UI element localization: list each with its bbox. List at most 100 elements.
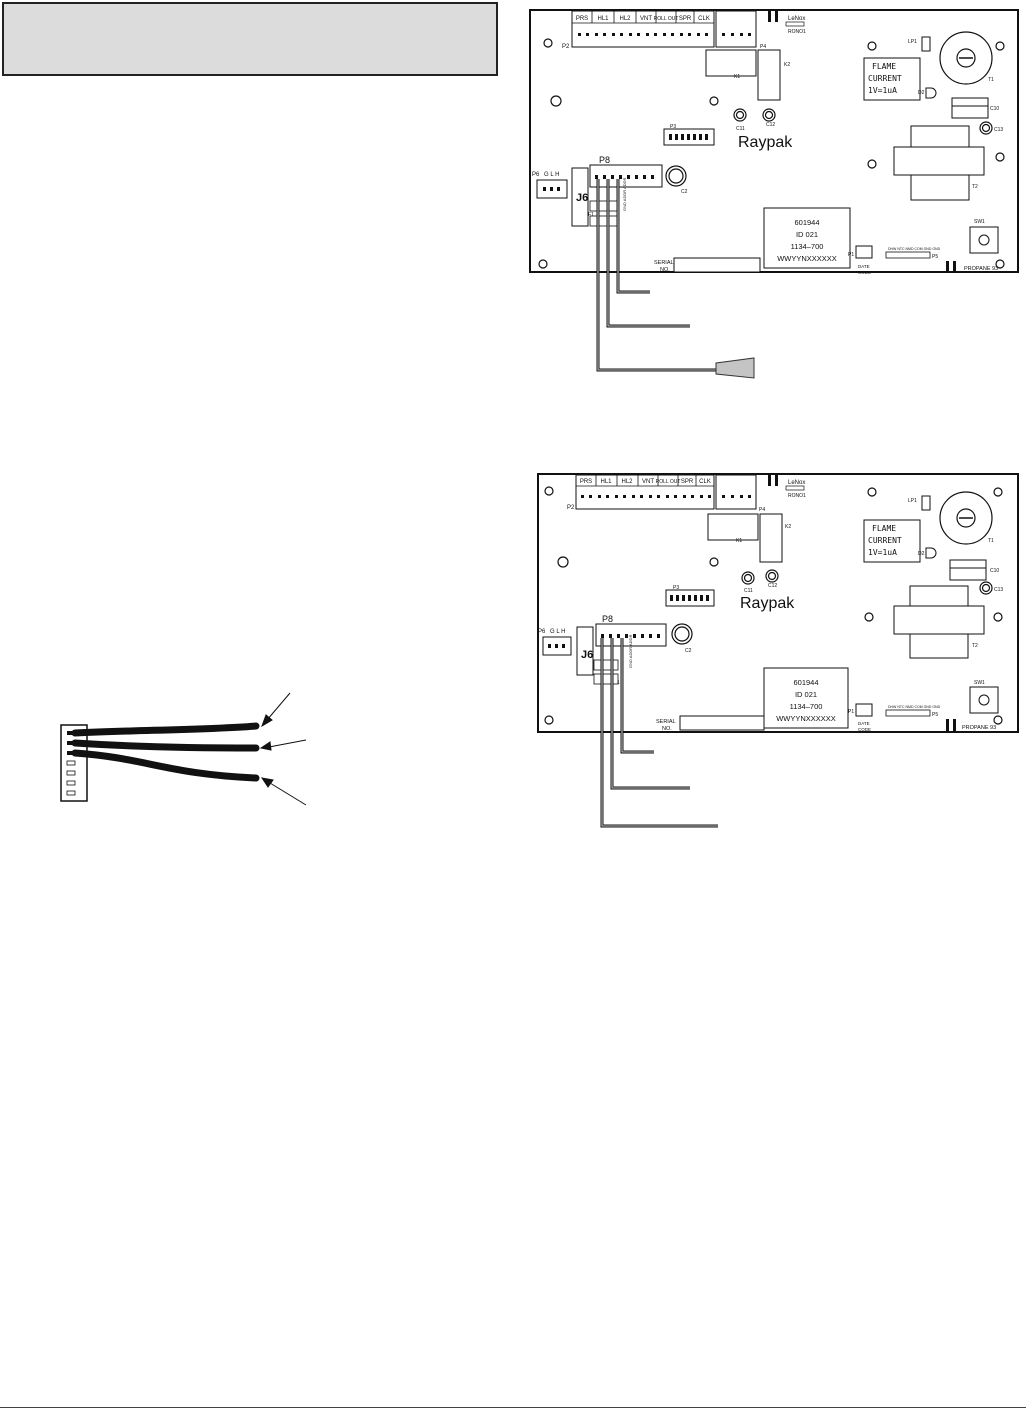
terminal-label-clk: CLK <box>698 16 710 22</box>
footer-rule <box>0 1407 1026 1408</box>
chip-line-1: 601944 <box>794 218 819 227</box>
terminal-label-spr: SPR <box>679 16 692 22</box>
capacitors <box>665 108 993 187</box>
transformer-t2 <box>893 559 987 659</box>
flame-label-line-1: FLAME <box>872 62 896 71</box>
k2-label: K2 <box>784 62 790 68</box>
terminal-label-clk: CLK <box>699 479 711 485</box>
j6-label: J6 <box>576 192 588 204</box>
terminal-strip-p2: PRS HL1 HL2 VNT ROLL OUT SPR CLK P2 <box>562 10 715 50</box>
terminal-label-prs: PRS <box>576 16 588 22</box>
terminal-label-hl2: HL2 <box>621 479 633 485</box>
terminal-label-hl2: HL2 <box>619 16 631 22</box>
sw1-label: SW1 <box>974 680 985 686</box>
p8-label: P8 <box>602 614 613 624</box>
terminal-label-vnt: VNT <box>642 479 654 485</box>
p5-label: P5 <box>932 712 938 718</box>
p3-label: P3 <box>673 585 679 591</box>
connector-p6: P6 G L H J6 F1 <box>538 626 620 686</box>
wire-lead-inner <box>601 638 718 827</box>
c13-label: C13 <box>994 127 1003 133</box>
c13-label: C13 <box>994 587 1003 593</box>
terminal-label-spr: SPR <box>681 479 694 485</box>
date-code-line-2: CODE <box>858 727 871 732</box>
propane-label: PROPANE 93 <box>962 725 996 731</box>
serial-label-line-2: NO. <box>660 267 670 273</box>
lennox-label: LeNox <box>788 480 805 486</box>
f1-label: F1 <box>588 212 594 218</box>
p8-pin-labels: GND ADDR ADDR <box>628 635 633 668</box>
connector-p4: P4 <box>715 10 766 50</box>
p8-label: P8 <box>599 155 610 165</box>
mounting-holes <box>538 38 1005 269</box>
control-board-figure-1: PRS HL1 HL2 VNT ROLL OUT SPR CLK P2 P4 L… <box>529 9 1019 379</box>
header-caption-box <box>2 2 498 76</box>
lp1-label: LP1 <box>908 498 917 504</box>
microcontroller-chip: 601944 ID 021 1134–700 WWYYNXXXXXX <box>763 207 851 269</box>
terminal-label-roll-out: ROLL OUT <box>654 16 679 22</box>
p6-label: P6 <box>538 629 546 635</box>
c11-label: C11 <box>744 588 753 594</box>
p5-pin-labels: DHW NTC NMD COM GND GND <box>888 247 941 251</box>
p1-label: P1 <box>848 252 854 258</box>
flame-label-line-2: CURRENT <box>868 74 902 83</box>
t1-label: T1 <box>988 538 994 544</box>
c2-label: C2 <box>681 189 688 195</box>
connector-lead-figure <box>60 692 307 806</box>
lennox-mark: LeNox RONO1 <box>768 474 806 499</box>
connector-p6: P6 G L H J6 F1 <box>532 167 594 227</box>
flame-current-label-box: FLAME CURRENT 1V=1uA <box>863 519 921 563</box>
serial-label-line-1: SERIAL <box>656 719 676 725</box>
connector-p3: P3 <box>663 124 715 146</box>
sw1-label: SW1 <box>974 219 985 225</box>
chip-line-4: WWYYNXXXXXX <box>776 714 836 723</box>
d2-label: D2 <box>918 551 925 557</box>
p6-pin-labels: G L H <box>544 172 559 178</box>
switch-sw1: SW1 PROPANE 93 <box>946 680 999 731</box>
terminal-label-roll-out: ROLL OUT <box>656 479 681 485</box>
p5-label: P5 <box>932 254 938 260</box>
potentiometer: LP1 T1 D2 <box>908 31 994 99</box>
wire-lead-inner <box>597 179 716 371</box>
terminal-strip-p2: PRS HL1 HL2 VNT ROLL OUT SPR CLK P2 <box>567 474 715 511</box>
c12-label: C12 <box>768 583 777 589</box>
switch-sw1: SW1 PROPANE 93 <box>946 219 999 273</box>
p8-pin-labels: GND ADDR ADDR <box>622 178 627 211</box>
j6-label: J6 <box>581 649 593 661</box>
capacitors <box>671 569 993 645</box>
p4-label: P4 <box>760 44 766 50</box>
connector-p1-p5: P1 DATE CODE P5 DHW NTC NMD COM GND GND <box>848 703 941 732</box>
c11-label: C11 <box>736 126 745 132</box>
chip-line-2: ID 021 <box>796 230 818 239</box>
lennox-sub-label: RONO1 <box>788 493 806 499</box>
date-code-line-1: DATE <box>858 721 870 726</box>
flame-label-line-3: 1V=1uA <box>868 86 897 95</box>
propane-label: PROPANE 93 <box>964 266 998 272</box>
lennox-sub-label: RONO1 <box>788 29 806 35</box>
serial-label-line-2: NO. <box>662 726 672 732</box>
probe-tip-arrow <box>715 357 755 379</box>
chip-line-1: 601944 <box>793 678 818 687</box>
chip-line-3: 1134–700 <box>790 702 823 711</box>
lp1-label: LP1 <box>908 39 917 45</box>
chip-line-3: 1134–700 <box>791 242 824 251</box>
t1-label: T1 <box>988 77 994 83</box>
p1-label: P1 <box>848 709 854 715</box>
serial-number-area: SERIAL NO. <box>654 257 761 273</box>
d2-label: D2 <box>918 90 925 96</box>
transformer-t2 <box>893 97 989 201</box>
c10-label: C10 <box>990 106 999 112</box>
raypak-brand: Raypak <box>738 134 793 151</box>
lennox-mark: LeNox RONO1 <box>768 10 806 35</box>
p6-pin-labels: G L H <box>550 629 565 635</box>
date-code-line-1: DATE <box>858 264 870 269</box>
connector-p1-p5: P1 DATE CODE P5 DHW NTC NMD COM GND GND <box>848 245 941 275</box>
k1-label: K1 <box>736 538 742 544</box>
relays <box>707 513 783 563</box>
t2-label: T2 <box>972 643 978 649</box>
chip-line-2: ID 021 <box>795 690 817 699</box>
leader-arrows <box>259 692 307 806</box>
mounting-holes <box>544 486 1003 725</box>
terminal-label-hl1: HL1 <box>600 479 612 485</box>
p2-label: P2 <box>562 44 570 50</box>
